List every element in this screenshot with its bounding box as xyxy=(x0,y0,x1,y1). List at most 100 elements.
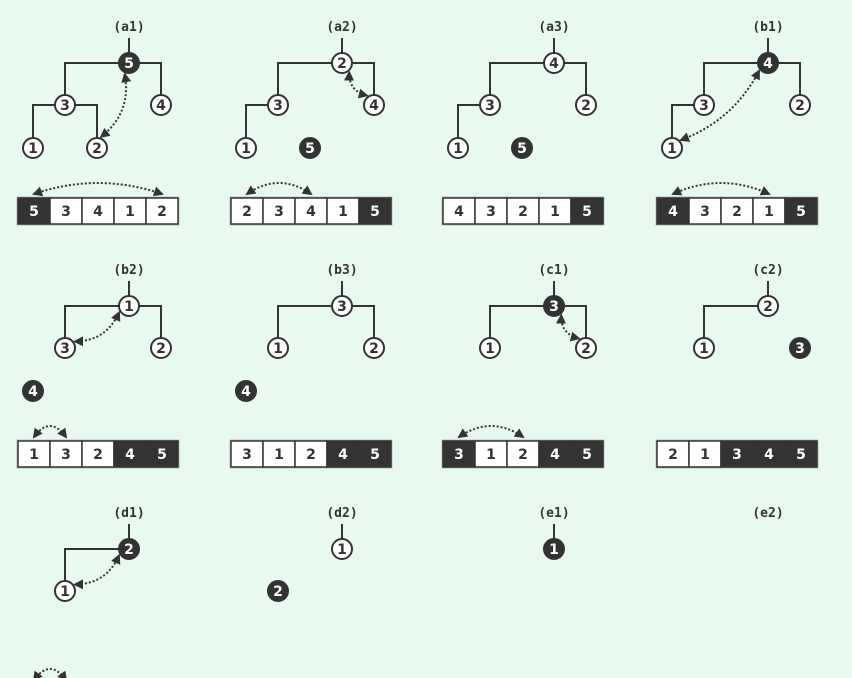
array-cell-value: 4 xyxy=(338,447,348,463)
heap-node-1: 1 xyxy=(447,137,469,159)
array-cell-value: 4 xyxy=(306,204,316,220)
array-cell xyxy=(230,440,264,468)
heap-node-4: 4 xyxy=(235,380,257,402)
tree-edge xyxy=(139,305,162,338)
heap-node-2: 2 xyxy=(757,295,779,317)
heap-node-2: 2 xyxy=(331,52,353,74)
array-cell-value: 1 xyxy=(338,204,348,220)
array-swap-arrow xyxy=(245,182,313,196)
array-swap-arrow xyxy=(32,668,68,678)
node-value: 1 xyxy=(241,141,251,157)
tree-edge xyxy=(489,305,544,338)
panel-label: (a2) xyxy=(326,20,357,35)
array-cell-value: 2 xyxy=(518,204,528,220)
node-circle xyxy=(789,337,811,359)
tree-edge xyxy=(277,305,332,338)
panel-label: (e2) xyxy=(752,506,783,521)
array-cell-value: 5 xyxy=(29,204,39,220)
array-swap-arrow xyxy=(32,182,164,197)
heap-node-4: 4 xyxy=(757,52,779,74)
array-cell-value: 4 xyxy=(454,204,464,220)
node-swap-arrow xyxy=(556,313,581,342)
array-cell-value: 2 xyxy=(157,204,167,220)
tree-edge xyxy=(564,62,587,95)
array-cell-value: 4 xyxy=(764,447,774,463)
node-circle xyxy=(150,337,172,359)
array-cell xyxy=(145,197,179,225)
node-circle xyxy=(543,52,565,74)
node-circle xyxy=(757,52,779,74)
array-cell-value: 4 xyxy=(550,447,560,463)
node-value: 5 xyxy=(124,56,134,72)
node-swap-arrow xyxy=(73,553,121,590)
array-cell-value: 4 xyxy=(93,204,103,220)
array-cell-value: 2 xyxy=(306,447,316,463)
array-cell-value: 1 xyxy=(700,447,710,463)
node-value: 1 xyxy=(28,141,38,157)
heap-node-4: 4 xyxy=(150,94,172,116)
array-cell-value: 3 xyxy=(61,447,71,463)
node-circle xyxy=(575,337,597,359)
node-value: 1 xyxy=(124,299,134,315)
array-cell xyxy=(262,440,296,468)
array-cell xyxy=(752,440,786,468)
array-cell xyxy=(358,197,392,225)
node-swap-arrow xyxy=(344,70,369,99)
array-cell-value: 3 xyxy=(242,447,252,463)
node-value: 3 xyxy=(60,98,70,114)
tree-edge xyxy=(64,548,119,581)
array-cell xyxy=(442,440,476,468)
heap-node-3: 3 xyxy=(331,295,353,317)
node-circle xyxy=(693,337,715,359)
node-value: 3 xyxy=(699,98,709,114)
node-value: 2 xyxy=(795,98,805,114)
node-circle xyxy=(54,580,76,602)
node-value: 2 xyxy=(337,56,347,72)
panel-label: (a3) xyxy=(538,20,569,35)
panel-label: (c2) xyxy=(752,263,783,278)
panel-label: (d1) xyxy=(113,506,144,521)
heap-node-5: 5 xyxy=(118,52,140,74)
node-circle xyxy=(235,380,257,402)
array-cell-value: 2 xyxy=(668,447,678,463)
heap-node-5: 5 xyxy=(511,137,533,159)
heap-node-1: 1 xyxy=(267,337,289,359)
node-value: 3 xyxy=(485,98,495,114)
node-circle xyxy=(543,538,565,560)
array-cell xyxy=(81,440,115,468)
node-value: 2 xyxy=(124,542,134,558)
array-cell-value: 2 xyxy=(518,447,528,463)
array-cell-value: 1 xyxy=(274,447,284,463)
node-value: 5 xyxy=(517,141,527,157)
heap-node-4: 4 xyxy=(363,94,385,116)
node-value: 1 xyxy=(667,141,677,157)
heap-node-1: 1 xyxy=(543,538,565,560)
panel-label: (b2) xyxy=(113,263,144,278)
panel-label: (a1) xyxy=(113,20,144,35)
array-cell xyxy=(358,440,392,468)
array-cell xyxy=(442,197,476,225)
panel-label: (b3) xyxy=(326,263,357,278)
heap-node-2: 2 xyxy=(86,137,108,159)
array-cell-value: 1 xyxy=(29,447,39,463)
array-cell xyxy=(752,197,786,225)
heap-node-1: 1 xyxy=(235,137,257,159)
node-value: 1 xyxy=(60,584,70,600)
array-cell-value: 5 xyxy=(796,204,806,220)
heap-node-3: 3 xyxy=(54,94,76,116)
node-value: 1 xyxy=(453,141,463,157)
array-cell-value: 5 xyxy=(582,447,592,463)
tree-edge xyxy=(352,305,375,338)
array-cell-value: 3 xyxy=(61,204,71,220)
node-circle xyxy=(150,94,172,116)
array-cell xyxy=(326,440,360,468)
array-cell xyxy=(784,197,818,225)
array-cell xyxy=(688,197,722,225)
node-value: 1 xyxy=(699,341,709,357)
